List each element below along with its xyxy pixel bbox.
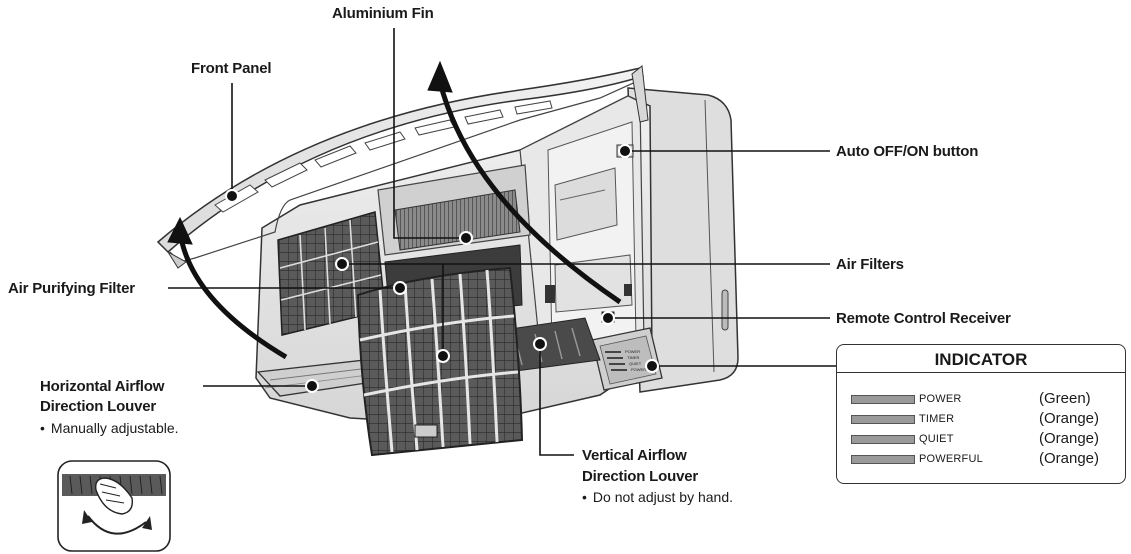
indicator-name: QUIET xyxy=(919,433,954,445)
note-vertical-louver: • Do not adjust by hand. xyxy=(582,489,733,506)
indicator-row-power: POWER (Green) xyxy=(851,390,1116,408)
leader-dots xyxy=(225,144,659,393)
note-horizontal-louver-text: Manually adjustable. xyxy=(50,420,179,436)
indicator-name: POWERFUL xyxy=(919,453,983,465)
label-air-filters: Air Filters xyxy=(836,256,904,273)
dot-remote-receiver xyxy=(601,311,615,325)
label-horizontal-louver-line2: Direction Louver xyxy=(40,398,156,415)
dot-vertical-louver xyxy=(533,337,547,351)
louver-adjust-inset xyxy=(57,460,171,552)
dot-air-purifying-filter xyxy=(393,281,407,295)
leader-aluminium-fin xyxy=(393,28,466,239)
label-front-panel: Front Panel xyxy=(191,60,272,77)
unit-indicator-text: POWER TIMER QUIET POWERFUL xyxy=(625,349,654,372)
left-arrow-curve xyxy=(177,231,288,360)
unit-indicator-power: POWER xyxy=(625,349,640,354)
leader-vertical-louver xyxy=(539,344,574,456)
unit-indicator-lamps xyxy=(605,351,627,371)
dot-horizontal-louver xyxy=(305,379,319,393)
right-arrow-curve xyxy=(437,81,622,305)
leader-lines xyxy=(168,28,836,456)
indicator-color: (Orange) xyxy=(1039,450,1100,467)
dot-indicator xyxy=(645,359,659,373)
indicator-row-powerful: POWERFUL (Orange) xyxy=(851,450,1116,468)
unit-indicator-timer: TIMER xyxy=(627,355,640,360)
label-aluminium-fin: Aluminium Fin xyxy=(332,5,434,22)
indicator-color: (Green) xyxy=(1039,390,1091,407)
indicator-row-timer: TIMER (Orange) xyxy=(851,410,1116,428)
indicator-color: (Orange) xyxy=(1039,430,1100,447)
note-vertical-louver-text: Do not adjust by hand. xyxy=(592,489,734,505)
indicator-name: POWER xyxy=(919,393,962,405)
indicator-lamp-icon xyxy=(851,455,915,464)
unit-indicator-quiet: QUIET xyxy=(629,361,642,366)
label-vertical-louver-line1: Vertical Airflow xyxy=(582,447,687,464)
label-horizontal-louver-line1: Horizontal Airflow xyxy=(40,378,165,395)
label-auto-button: Auto OFF/ON button xyxy=(836,143,979,160)
left-arrow-head xyxy=(167,216,193,245)
rotate-arrow-icon xyxy=(87,515,147,535)
indicator-row-quiet: QUIET (Orange) xyxy=(851,430,1116,448)
dot-front-panel xyxy=(225,189,239,203)
bullet: • xyxy=(582,489,587,505)
dot-air-filters-center xyxy=(436,349,450,363)
label-air-purifying-filter: Air Purifying Filter xyxy=(8,280,135,297)
indicator-color: (Orange) xyxy=(1039,410,1100,427)
unit-indicator-powerful: POWERFUL xyxy=(631,367,654,372)
bullet: • xyxy=(40,420,45,436)
indicator-legend: INDICATOR POWER (Green) TIMER (Orange) Q… xyxy=(836,344,1126,484)
indicator-name: TIMER xyxy=(919,413,955,425)
hand-icon xyxy=(95,477,133,515)
note-horizontal-louver: • Manually adjustable. xyxy=(40,420,179,437)
indicator-lamp-icon xyxy=(851,435,915,444)
dot-air-filters-left xyxy=(335,257,349,271)
dot-aluminium-fin xyxy=(459,231,473,245)
right-arrow-head xyxy=(427,60,453,93)
dot-auto-button xyxy=(618,144,632,158)
lift-arrows xyxy=(167,60,622,360)
indicator-lamp-icon xyxy=(851,395,915,404)
indicator-lamp-icon xyxy=(851,415,915,424)
label-remote-receiver: Remote Control Receiver xyxy=(836,310,1011,327)
indicator-title: INDICATOR xyxy=(837,345,1125,373)
label-vertical-louver-line2: Direction Louver xyxy=(582,468,698,485)
front-panel xyxy=(156,65,649,269)
